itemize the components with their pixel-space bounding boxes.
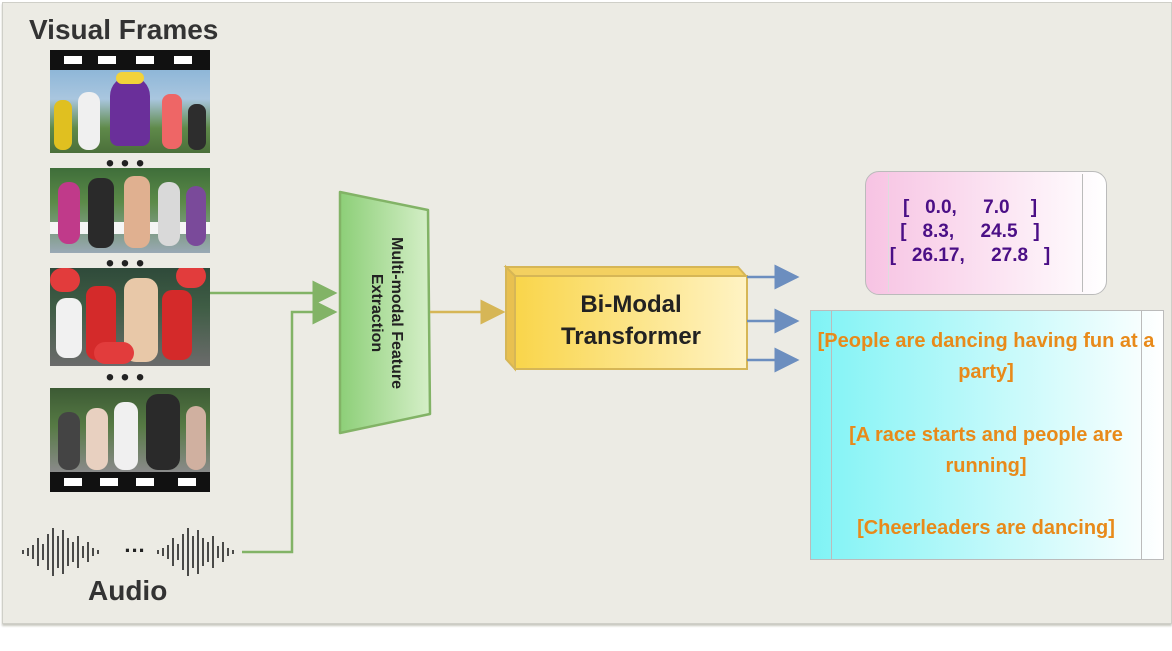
audio-title: Audio	[88, 575, 168, 606]
transformer-label-line2: Transformer	[560, 323, 702, 350]
video-frame-workout	[50, 388, 210, 472]
feature-extractor-label: Multi-modal Feature Extraction	[368, 236, 405, 389]
transformer-box-top	[503, 266, 749, 277]
transformer-box-front	[514, 275, 748, 370]
timestamp-row: [ 0.0, 7.0 ]	[902, 197, 1038, 218]
video-frame-cheerleaders	[50, 268, 210, 366]
audio-waveform-icon	[22, 528, 234, 576]
caption-item: [Cheerleaders are dancing]	[857, 517, 1115, 539]
feature-extractor-shape	[338, 190, 432, 435]
film-strip-icon	[50, 472, 210, 492]
video-frame-party	[50, 70, 210, 153]
timestamp-row: [ 8.3, 24.5 ]	[900, 221, 1040, 242]
visual-frames-title: Visual Frames	[29, 14, 219, 45]
timestamps-box	[865, 171, 1107, 295]
captions-box	[810, 310, 1164, 560]
transformer-box-side	[505, 264, 516, 372]
film-strip-icon	[50, 50, 210, 70]
caption-item: [A race starts and people are running]	[849, 424, 1123, 477]
audio-to-extractor-arrow	[242, 299, 338, 554]
audio-ellipsis: ...	[124, 532, 146, 557]
frames-ellipsis: • • •	[105, 364, 145, 391]
caption-item: [People are dancing having fun at a part…	[817, 330, 1155, 383]
transformer-label-line1: Bi-Modal	[580, 291, 682, 318]
video-frame-race	[50, 168, 210, 253]
timestamp-row: [ 26.17, 27.8 ]	[889, 245, 1051, 266]
transformer-label: Bi-Modal Transformer	[515, 289, 747, 353]
